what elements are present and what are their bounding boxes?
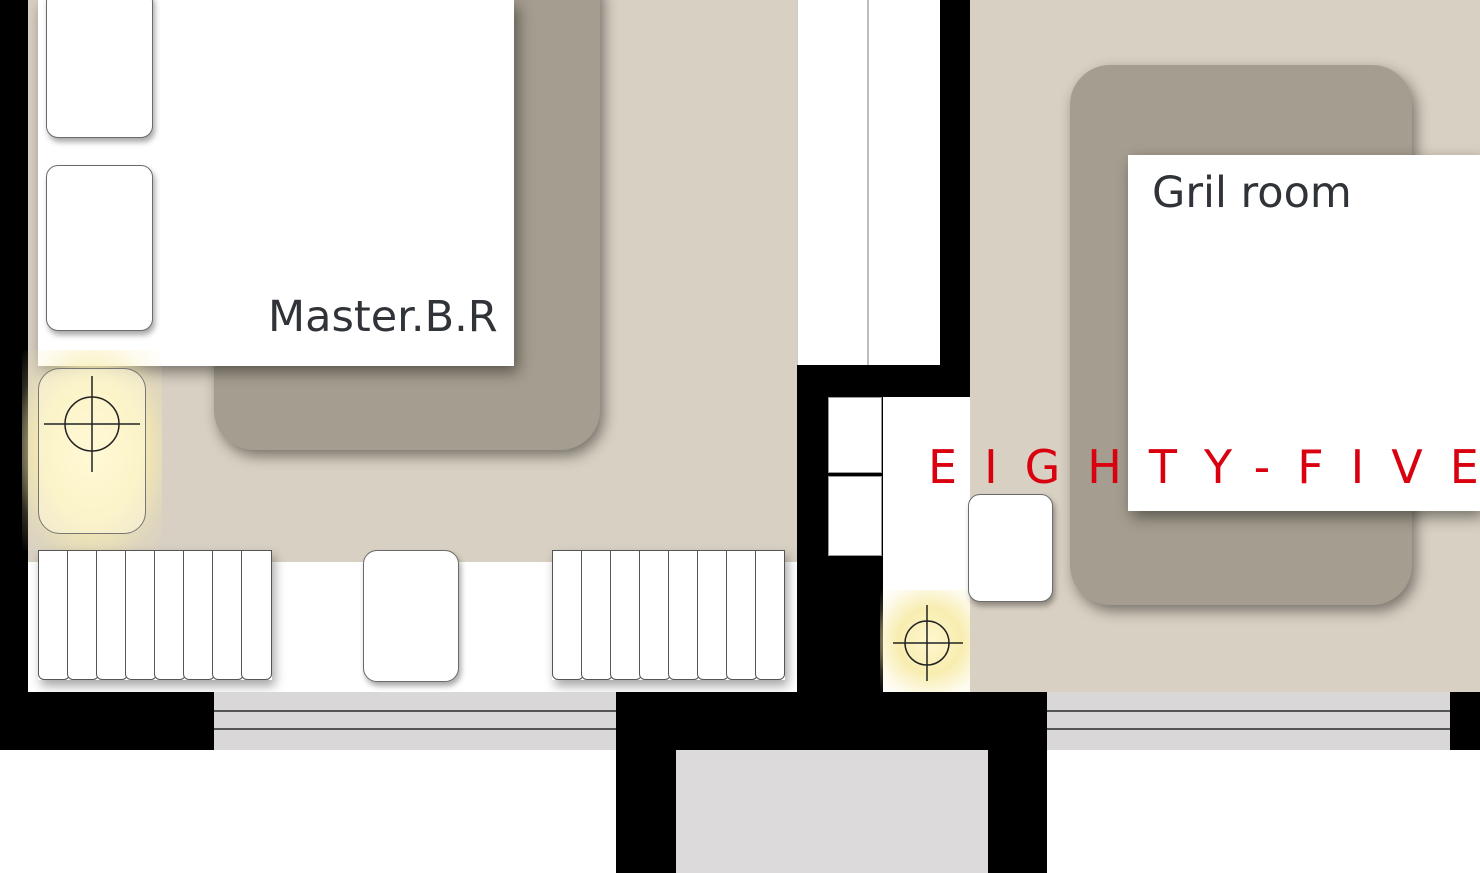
- bed-pillow: [46, 0, 153, 138]
- corridor-lamp-glow: [880, 590, 980, 692]
- window-girl-room: [1047, 692, 1450, 750]
- ceiling-light-icon: [893, 605, 963, 681]
- girl-room-bed: [1128, 155, 1480, 511]
- bed-pillow: [46, 165, 153, 331]
- girl-room-label: Gril room: [1152, 168, 1352, 218]
- closet-door: [828, 397, 882, 473]
- ceiling-light-icon: [44, 376, 140, 472]
- wardrobe-left: [38, 550, 272, 680]
- corridor-divider: [867, 0, 869, 365]
- storage-box: [363, 550, 459, 682]
- wardrobe-right: [552, 550, 785, 680]
- girl-room-nightstand: [968, 494, 1053, 602]
- watermark-text: EIGHTY-FIVE: [928, 440, 1480, 494]
- closet-door: [828, 476, 882, 556]
- balcony-floor: [676, 750, 988, 873]
- balcony-right-wall: [988, 692, 1047, 873]
- balcony-left-wall: [616, 692, 676, 873]
- girl-room-left-wall: [940, 0, 970, 397]
- master-bedroom-label: Master.B.R: [268, 292, 498, 342]
- window-master-bedroom: [214, 692, 616, 750]
